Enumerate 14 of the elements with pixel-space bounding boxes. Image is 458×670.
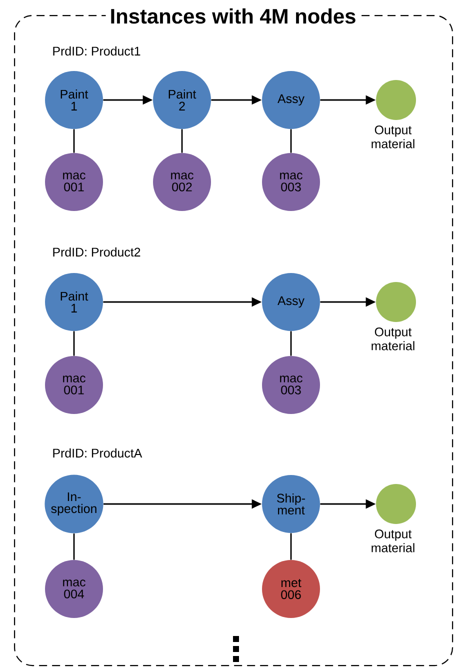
frame-title: Instances with 4M nodes: [106, 4, 360, 28]
product-id-label: PrdID: ProductA: [53, 448, 142, 458]
connector-line: [290, 331, 292, 356]
output-caption: Output material: [372, 328, 414, 350]
product-id-label: PrdID: Product1: [53, 46, 140, 56]
connector-line: [73, 129, 75, 153]
connector-line: [290, 129, 292, 153]
connector-line: [181, 129, 183, 153]
product-id-label: PrdID: Product2: [53, 247, 140, 257]
connector-line: [290, 533, 292, 560]
output-caption: Output material: [372, 126, 414, 148]
connector-line: [73, 331, 75, 356]
connector-line: [73, 533, 75, 560]
output-caption: Output material: [372, 530, 414, 552]
